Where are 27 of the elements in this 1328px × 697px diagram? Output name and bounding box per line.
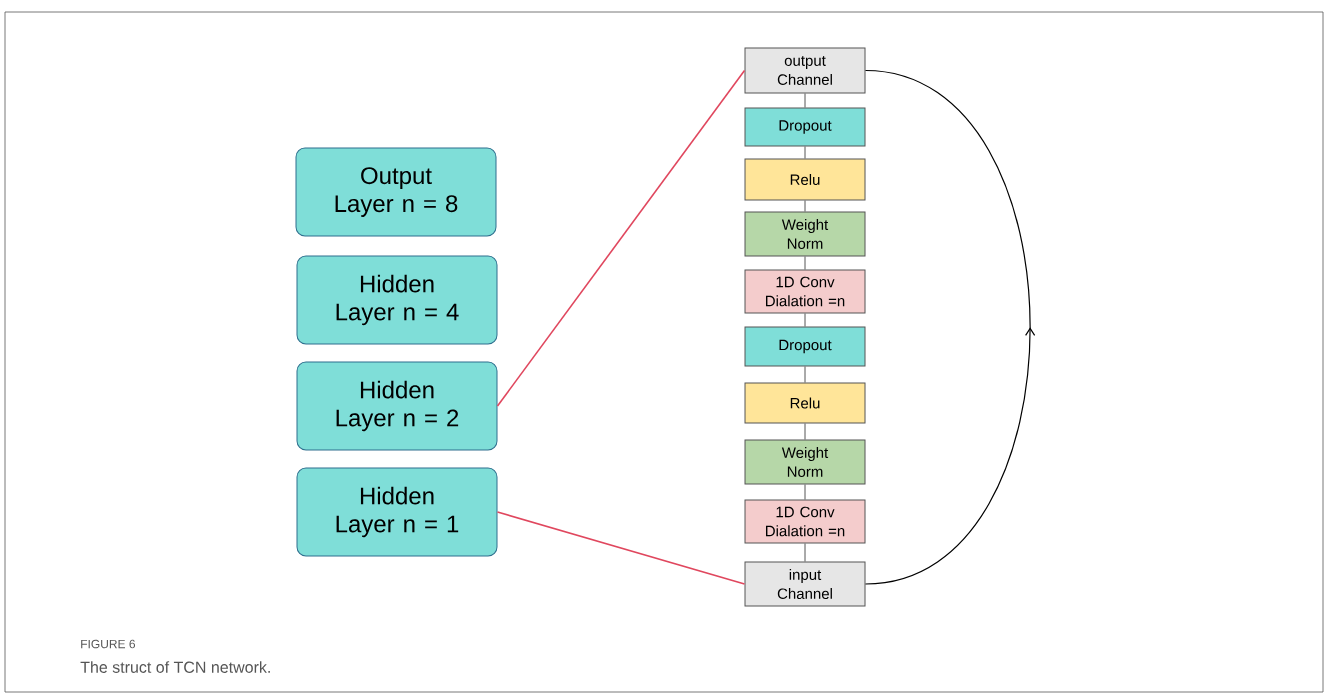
connector-line xyxy=(804,200,806,212)
connector-line xyxy=(496,69,746,407)
connector-line xyxy=(804,313,806,327)
layer-box: Hidden Layer n = 2 xyxy=(296,361,498,451)
figure-number: FIGURE 6 xyxy=(81,639,135,649)
layer-box: Hidden Layer n = 4 xyxy=(296,255,498,345)
channel-box: output Channel xyxy=(744,47,866,94)
connector-line xyxy=(804,93,806,108)
connector-line xyxy=(496,511,746,585)
layer-box: Hidden Layer n = 1 xyxy=(296,467,498,557)
caption: The struct of TCN network. xyxy=(80,661,270,673)
conv-box: 1D Conv Dialation =n xyxy=(744,269,866,314)
relu-box: Relu xyxy=(744,158,866,201)
connector-line xyxy=(804,543,806,562)
layer-box: Output Layer n = 8 xyxy=(295,147,497,237)
weight-norm-box: Weight Norm xyxy=(744,439,866,485)
channel-box: input Channel xyxy=(744,561,866,607)
relu-box: Relu xyxy=(744,382,866,424)
connector-line xyxy=(804,484,806,500)
conv-box: 1D Conv Dialation =n xyxy=(744,499,866,544)
connector-line xyxy=(804,256,806,270)
dropout-box: Dropout xyxy=(744,326,866,367)
connector-line xyxy=(804,423,806,440)
connector-line xyxy=(804,146,806,159)
weight-norm-box: Weight Norm xyxy=(744,211,866,257)
dropout-box: Dropout xyxy=(744,107,866,147)
connector-line xyxy=(804,366,806,383)
